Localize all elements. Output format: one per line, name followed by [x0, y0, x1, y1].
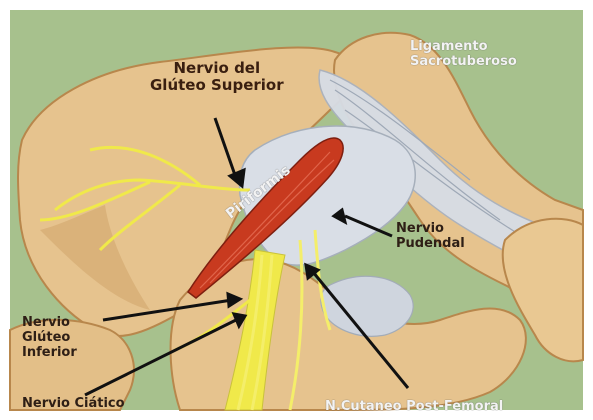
label-gluteo-inferior-line1: Nervio [22, 316, 77, 331]
label-nervio-ciatico: Nervio Ciático [22, 397, 125, 412]
label-ligamento-line1: Ligamento [410, 40, 517, 55]
label-gluteo-inferior-line2: Glúteo [22, 331, 77, 346]
label-nervio-gluteo-superior-line2: Glúteo Superior [150, 77, 284, 94]
label-nervio-gluteo-superior-line1: Nervio del [150, 60, 284, 77]
label-gluteo-inferior-line3: Inferior [22, 346, 77, 361]
label-nervio-pudendal: Nervio Pudendal [396, 222, 465, 252]
label-pudendal-line1: Nervio [396, 222, 465, 237]
label-ligamento-sacrotuberoso: Ligamento Sacrotuberoso [410, 40, 517, 70]
label-cutaneo-text: N.Cutaneo Post-Femoral [325, 399, 503, 414]
label-pudendal-line2: Pudendal [396, 237, 465, 252]
label-nervio-gluteo-superior: Nervio del Glúteo Superior [150, 60, 284, 95]
label-ciatico-text: Nervio Ciático [22, 396, 125, 411]
label-ligamento-line2: Sacrotuberoso [410, 55, 517, 70]
label-nervio-gluteo-inferior: Nervio Glúteo Inferior [22, 316, 77, 361]
label-n-cutaneo-post-femoral: N.Cutaneo Post-Femoral [325, 400, 503, 415]
